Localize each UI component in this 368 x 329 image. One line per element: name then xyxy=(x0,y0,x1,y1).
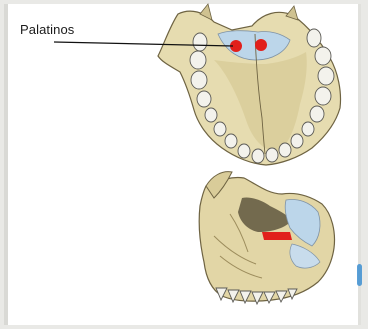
tooth xyxy=(193,33,207,51)
tooth xyxy=(291,134,303,148)
tooth xyxy=(191,71,207,89)
tooth xyxy=(252,149,264,163)
maxilla-lateral-view xyxy=(199,172,334,304)
tooth xyxy=(315,87,331,105)
tooth xyxy=(266,148,278,162)
tooth xyxy=(205,108,217,122)
tooth xyxy=(238,144,250,158)
tooth xyxy=(197,91,211,107)
tooth xyxy=(225,134,237,148)
scroll-edge-mark xyxy=(357,264,362,286)
lateral-palatine-marker xyxy=(262,232,292,240)
tooth xyxy=(307,29,321,47)
tooth xyxy=(315,47,331,65)
tooth xyxy=(318,67,334,85)
tooth xyxy=(190,51,206,69)
tooth xyxy=(302,122,314,136)
tooth xyxy=(310,106,324,122)
maxilla-inferior-view xyxy=(54,4,341,165)
palatine-marker-right xyxy=(255,39,267,51)
tooth xyxy=(279,143,291,157)
tooth xyxy=(214,122,226,136)
